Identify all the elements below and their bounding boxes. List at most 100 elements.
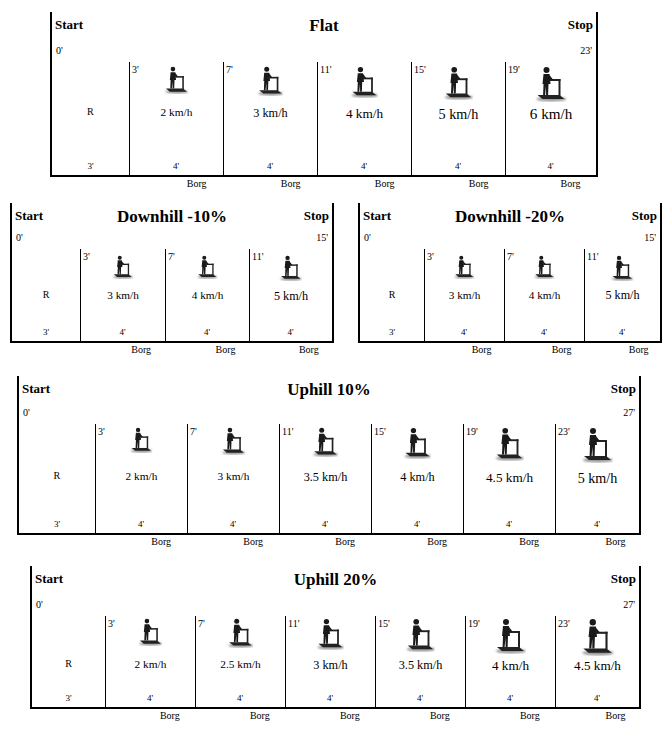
treadmill-icon — [313, 428, 338, 457]
time-mark: 7' — [226, 64, 233, 76]
panel-title: Downhill -20% — [360, 207, 660, 227]
stage-column: R — [19, 424, 95, 533]
speed-label: R — [32, 658, 105, 670]
stage-column: 2 km/h — [129, 62, 223, 175]
speed-label: 2 km/h — [96, 470, 187, 483]
speed-label: 5 km/h — [556, 470, 639, 486]
speed-label: 4 km/h — [372, 470, 463, 484]
borg-mark: Borg — [457, 178, 501, 190]
borg-mark: Borg — [508, 710, 552, 722]
stage-column: 5 km/h — [411, 62, 505, 175]
stage-column: R — [52, 62, 129, 175]
treadmill-icon — [280, 256, 302, 281]
borg-mark: Borg — [617, 344, 661, 356]
time-mark: 11' — [320, 64, 331, 76]
speed-label: 5 km/h — [585, 289, 660, 303]
speed-label: 3.5 km/h — [280, 470, 371, 484]
time-mark: 3' — [108, 618, 115, 630]
protocol-panel: Downhill -20%R3 km/h4 km/h5 km/hStartSto… — [358, 203, 662, 343]
stage-column: 4 km/h — [371, 424, 463, 533]
stage-column: 4.5 km/h — [463, 424, 555, 533]
borg-mark: Borg — [540, 344, 584, 356]
stage-duration: 4' — [187, 519, 279, 529]
treadmill-icon — [131, 428, 153, 453]
speed-label: 4 km/h — [505, 289, 584, 302]
stage-duration: 4' — [279, 519, 371, 529]
protocol-panel: Uphill 20%R2 km/h2.5 km/h3 km/h3.5 km/h4… — [30, 566, 641, 709]
stage-duration: 4' — [555, 693, 639, 703]
speed-label: 2 km/h — [106, 658, 195, 671]
borg-mark: Borg — [507, 536, 551, 548]
time-mark: 0' — [36, 599, 43, 611]
time-mark: 23' — [558, 426, 570, 438]
time-mark: 7' — [198, 618, 205, 630]
stage-duration: 4' — [463, 519, 555, 529]
treadmill-icon — [165, 67, 188, 94]
borg-mark: Borg — [328, 710, 372, 722]
borg-mark: Borg — [549, 178, 593, 190]
stage-column: 3 km/h — [187, 424, 279, 533]
speed-label: 3 km/h — [81, 289, 165, 302]
treadmill-icon — [455, 256, 475, 279]
borg-mark: Borg — [415, 536, 459, 548]
stop-label: Stop — [632, 209, 657, 224]
stage-column: 2 km/h — [95, 424, 187, 533]
time-mark: 19' — [468, 618, 480, 630]
start-label: Start — [363, 209, 391, 224]
time-mark: 0' — [16, 232, 23, 244]
speed-label: 5 km/h — [412, 106, 505, 122]
speed-label: 3 km/h — [188, 470, 279, 483]
time-mark: 11' — [288, 618, 299, 630]
stage-duration: 4' — [95, 519, 187, 529]
borg-mark: Borg — [287, 344, 331, 356]
protocol-panel: FlatR2 km/h3 km/h4 km/h5 km/h6 km/hStart… — [50, 12, 598, 177]
speed-label: R — [19, 470, 95, 482]
time-mark: 3' — [98, 426, 105, 438]
stage-duration: 4' — [375, 693, 465, 703]
borg-mark: Borg — [231, 536, 275, 548]
time-mark: 15' — [316, 232, 328, 244]
stage-duration: 3' — [32, 693, 105, 703]
borg-mark: Borg — [175, 178, 219, 190]
time-mark: 11' — [282, 426, 293, 438]
treadmill-icon — [113, 256, 133, 279]
treadmill-icon — [445, 67, 473, 100]
borg-mark: Borg — [139, 536, 183, 548]
time-mark: 15' — [644, 232, 656, 244]
time-mark: 7' — [190, 426, 197, 438]
speed-label: R — [12, 289, 80, 301]
stage-duration: 4' — [249, 327, 332, 337]
time-mark: 15' — [374, 426, 386, 438]
start-label: Start — [22, 382, 50, 397]
stage-column: 4 km/h — [317, 62, 411, 175]
stage-duration: 3' — [52, 161, 129, 171]
stage-duration: 4' — [371, 519, 463, 529]
protocol-panel: Uphill 10% R2 km/h3 km/h3.5 km/h4 km/h4.5… — [17, 376, 641, 535]
stage-duration: 4' — [424, 327, 504, 337]
treadmill-icon — [318, 619, 345, 650]
stage-duration: 4' — [129, 161, 223, 171]
borg-mark: Borg — [148, 710, 192, 722]
time-mark: 11' — [587, 251, 598, 263]
time-mark: 19' — [466, 426, 478, 438]
stage-duration: 4' — [504, 327, 584, 337]
stage-column: 3 km/h — [223, 62, 317, 175]
stage-duration: 3' — [360, 327, 424, 337]
time-mark: 3' — [132, 64, 139, 76]
panel-title: Downhill -10% — [12, 207, 332, 227]
stage-duration: 4' — [555, 519, 639, 529]
time-mark: 27' — [623, 599, 635, 611]
speed-label: 4 km/h — [466, 658, 555, 673]
panel-title: Uphill 10% — [19, 380, 639, 400]
stage-duration: 4' — [505, 161, 596, 171]
stage-duration: 4' — [165, 327, 249, 337]
treadmill-icon — [222, 428, 245, 455]
stage-duration: 4' — [80, 327, 165, 337]
borg-mark: Borg — [323, 536, 367, 548]
treadmill-icon — [405, 428, 432, 459]
speed-label: 2.5 km/h — [196, 658, 285, 671]
start-label: Start — [15, 209, 43, 224]
time-mark: 3' — [427, 251, 434, 263]
treadmill-icon — [352, 67, 379, 98]
speed-label: 3 km/h — [425, 289, 504, 302]
